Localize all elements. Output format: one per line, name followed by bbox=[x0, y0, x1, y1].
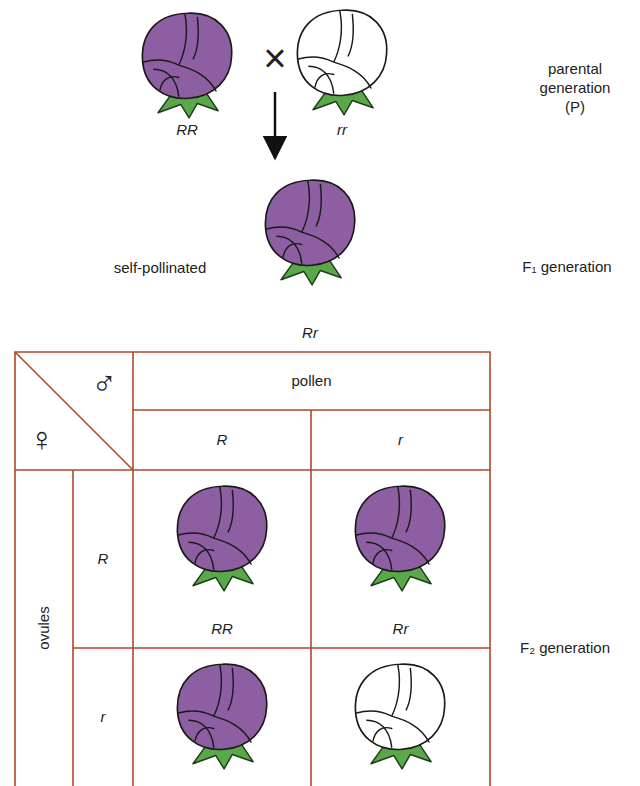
purple-flower bbox=[265, 180, 354, 285]
cell-label: RR bbox=[211, 620, 233, 638]
cell-label: ♀ bbox=[29, 422, 55, 456]
cross-arrow bbox=[274, 92, 277, 158]
cell-label: R bbox=[217, 431, 228, 449]
cell-label: pollen bbox=[291, 372, 331, 390]
cell-label: ♂ bbox=[92, 366, 118, 400]
generation-label: parental generation (P) bbox=[530, 60, 620, 116]
cell-label: Rr bbox=[393, 620, 409, 638]
punnett-cell: RR bbox=[133, 470, 311, 648]
punnett-cell: ovules bbox=[15, 470, 73, 786]
punnett-cell: ♂♀ bbox=[15, 352, 133, 470]
cell-label: r bbox=[101, 708, 106, 726]
generation-label: F₂ generation bbox=[520, 639, 610, 658]
generation-label: Rr bbox=[302, 324, 318, 343]
cell-label: R bbox=[98, 550, 109, 568]
generation-label: rr bbox=[337, 121, 347, 140]
purple-flower bbox=[355, 486, 444, 591]
generation-label: self-pollinated bbox=[114, 259, 207, 278]
cross-symbol: × bbox=[263, 33, 286, 83]
cell-label: r bbox=[398, 431, 403, 449]
purple-flower bbox=[177, 664, 266, 769]
punnett-cell: pollen bbox=[133, 352, 490, 410]
cell-label: ovules bbox=[35, 606, 53, 649]
punnett-cell: Rr bbox=[311, 470, 490, 648]
white-flower bbox=[297, 10, 386, 115]
generation-label: F₁ generation bbox=[522, 258, 611, 277]
purple-flower bbox=[142, 13, 231, 118]
punnett-cell: r bbox=[73, 648, 133, 786]
white-flower bbox=[355, 664, 444, 769]
punnett-cell: r bbox=[311, 410, 490, 470]
punnett-cell: R bbox=[133, 410, 311, 470]
generation-label: RR bbox=[176, 121, 198, 140]
punnett-cell: R bbox=[73, 470, 133, 648]
punnett-grid bbox=[15, 352, 490, 786]
purple-flower bbox=[177, 486, 266, 591]
